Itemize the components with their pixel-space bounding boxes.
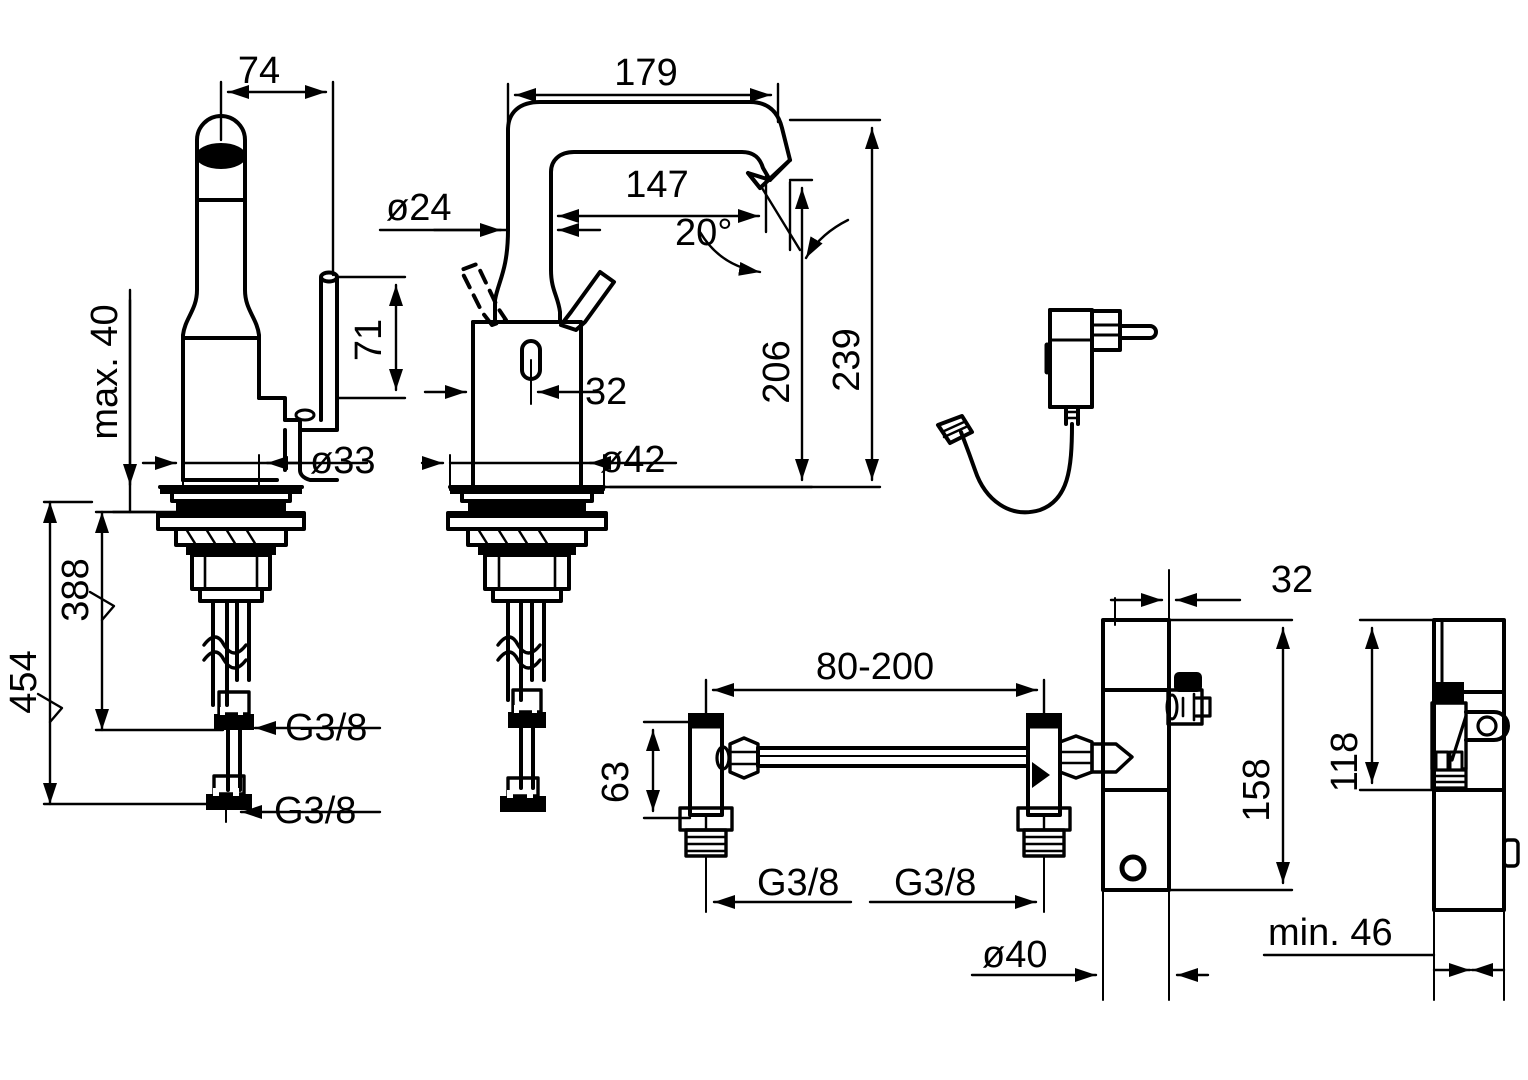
- dim-label-118: 118: [1324, 732, 1366, 793]
- center-view-faucet-body: [459, 100, 792, 489]
- mixer-connection-pipes: [678, 713, 1134, 858]
- dim-label-206: 206: [756, 340, 798, 403]
- left-view-faucet-body: [181, 114, 339, 482]
- center-view-mounting-assembly: [446, 485, 608, 812]
- dim-label-32b: 32: [1271, 559, 1313, 601]
- dim-label-179: 179: [614, 52, 677, 94]
- dim-label-63: 63: [595, 761, 637, 803]
- dimension-text-layer: 74 71 max. 40 ø33 388 454 G3/8 G3/8 179 …: [3, 50, 1393, 976]
- dim-label-d42: ø42: [600, 439, 665, 481]
- dim-label-454: 454: [3, 650, 45, 713]
- mixer-body-front: [1101, 618, 1212, 892]
- dim-label-158: 158: [1236, 758, 1278, 821]
- dim-label-74: 74: [238, 50, 280, 92]
- dim-label-d40: ø40: [982, 934, 1047, 976]
- dim-label-max40: max. 40: [84, 304, 126, 439]
- mixer-assembly-dimensions: [642, 569, 1294, 1001]
- dim-label-thread-mixer-right: G3/8: [894, 862, 976, 904]
- dim-label-d33: ø33: [310, 440, 375, 482]
- dim-label-20deg: 20°: [675, 212, 732, 254]
- dim-label-147: 147: [625, 164, 688, 206]
- dim-label-thread-lower-left: G3/8: [274, 790, 356, 832]
- center-view-dimensions: [378, 82, 882, 491]
- left-view-mounting-assembly: [156, 485, 306, 810]
- dim-label-80-200: 80-200: [816, 646, 934, 688]
- mixer-side-view: [1430, 618, 1520, 912]
- dim-label-32: 32: [585, 371, 627, 413]
- dim-label-min46: min. 46: [1268, 912, 1393, 954]
- dim-label-thread-upper-left: G3/8: [285, 707, 367, 749]
- dim-label-71: 71: [348, 319, 390, 361]
- power-supply-unit: [936, 308, 1158, 515]
- mixer-side-dimensions: [1262, 618, 1506, 1001]
- left-view-dimensions: [36, 80, 407, 823]
- dim-label-d24: ø24: [386, 187, 451, 229]
- dim-label-239: 239: [826, 328, 868, 391]
- dim-label-388: 388: [55, 558, 97, 621]
- dim-label-thread-mixer-left: G3/8: [757, 862, 839, 904]
